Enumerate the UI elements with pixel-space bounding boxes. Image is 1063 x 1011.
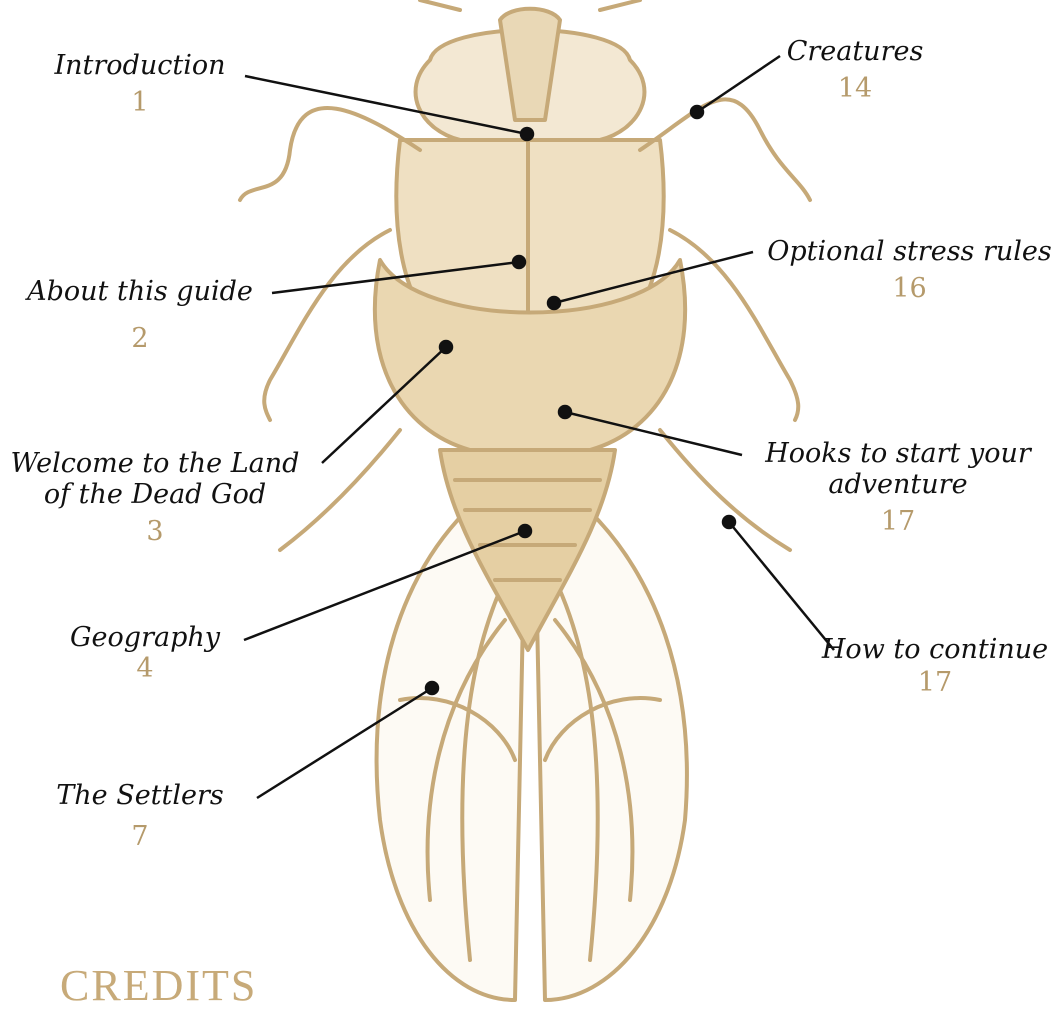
toc-page-number: 7 xyxy=(30,821,250,852)
toc-title: Hooks to start your adventure xyxy=(748,438,1048,500)
toc-title: Optional stress rules xyxy=(762,236,1057,267)
toc-title: About this guide xyxy=(10,276,270,307)
toc-page-number: 17 xyxy=(810,667,1060,698)
toc-title: How to continue xyxy=(810,634,1060,665)
toc-entry-settlers[interactable]: The Settlers 7 xyxy=(30,780,250,852)
toc-title: Creatures xyxy=(770,36,940,67)
toc-entry-introduction[interactable]: Introduction 1 xyxy=(30,50,250,118)
toc-entry-stress[interactable]: Optional stress rules 16 xyxy=(762,236,1057,304)
toc-title: Welcome to the Land of the Dead God xyxy=(5,448,305,510)
toc-entry-geography[interactable]: Geography 4 xyxy=(50,622,240,684)
toc-entry-continue[interactable]: How to continue 17 xyxy=(810,634,1060,698)
toc-entry-creatures[interactable]: Creatures 14 xyxy=(770,36,940,104)
toc-entry-welcome[interactable]: Welcome to the Land of the Dead God 3 xyxy=(5,448,305,547)
toc-page-number: 16 xyxy=(762,273,1057,304)
toc-page-number: 14 xyxy=(770,73,940,104)
toc-page-number: 4 xyxy=(50,653,240,684)
toc-entry-about[interactable]: About this guide 2 xyxy=(10,276,270,354)
toc-title: Introduction xyxy=(30,50,250,81)
toc-page-number: 2 xyxy=(10,323,270,354)
toc-title: The Settlers xyxy=(30,780,250,811)
toc-page-number: 17 xyxy=(748,506,1048,537)
credits-heading: CREDITS xyxy=(60,960,257,1011)
toc-title: Geography xyxy=(50,622,240,653)
toc-page-number: 1 xyxy=(30,87,250,118)
toc-entry-hooks[interactable]: Hooks to start your adventure 17 xyxy=(748,438,1048,537)
toc-page-number: 3 xyxy=(5,516,305,547)
